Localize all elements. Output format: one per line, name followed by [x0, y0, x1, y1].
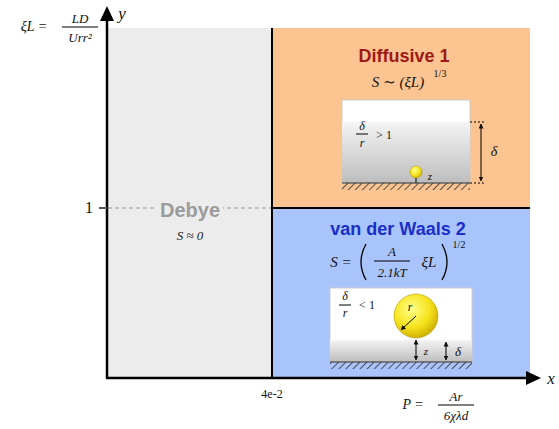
- fraction-bar: [374, 261, 410, 262]
- math-text: δ: [455, 345, 461, 358]
- axis-arrowhead: [526, 371, 541, 385]
- axis-label: 6χλd: [444, 409, 468, 422]
- vdw-region: van der Waals 2S =A2.1kTξL1/2δr< 1rzδ: [272, 208, 530, 378]
- diffusive-region: Diffusive 1S ∼ (ξL)1/3δr> 1zδ: [272, 28, 530, 208]
- fraction-bar: [62, 27, 98, 28]
- math-text: z: [428, 171, 432, 182]
- axis-name: x: [547, 370, 555, 387]
- math-text: S =: [330, 255, 351, 270]
- math-text: z: [424, 346, 428, 357]
- math-text: S ∼ (ξL): [372, 75, 424, 90]
- math-text: < 1: [359, 299, 375, 311]
- inset-box: δr> 1zδ: [342, 100, 470, 183]
- axis-label: Urr²: [68, 31, 91, 44]
- math-text: S ≈ 0: [177, 229, 204, 242]
- math-text: 2.1kT: [377, 266, 406, 279]
- math-text: A: [388, 245, 396, 258]
- x-axis: [106, 377, 528, 380]
- axis-label: Ar: [450, 390, 463, 403]
- region-title: van der Waals 2: [330, 220, 465, 238]
- math-text: 1/3: [434, 69, 447, 79]
- axis-name: y: [118, 5, 126, 22]
- fraction-bar: [438, 405, 474, 406]
- axis-label: P =: [402, 398, 423, 412]
- axis-label: ξL =: [21, 20, 47, 34]
- debye-region: Debye S ≈ 0: [108, 28, 272, 378]
- boundary-line: [272, 207, 530, 209]
- y-axis: [106, 18, 109, 378]
- math-text: δ: [491, 145, 498, 159]
- math-text: δ: [359, 120, 365, 132]
- math-text: 1/2: [453, 240, 466, 250]
- axis-label: LD: [72, 12, 89, 25]
- region-title: Diffusive 1: [358, 47, 449, 65]
- axis-arrowhead: [100, 6, 114, 21]
- vdw-inset: [330, 288, 472, 369]
- math-text: δ: [342, 290, 348, 302]
- axis-label: 1: [85, 200, 93, 216]
- parenthesis: [361, 244, 366, 280]
- math-text: r: [360, 137, 365, 149]
- parenthesis: [442, 244, 447, 280]
- math-text: r: [343, 307, 348, 319]
- vdw-region: [272, 208, 530, 378]
- axis-label: 4e-2: [261, 388, 282, 400]
- inset-box: δr< 1rzδ: [330, 288, 472, 362]
- tick-mark: [99, 207, 107, 209]
- math-text: ξL: [422, 255, 437, 270]
- math-text: > 1: [376, 129, 392, 141]
- math-text: r: [408, 301, 413, 313]
- diffusive-region: [272, 28, 530, 208]
- boundary-line: [271, 28, 273, 378]
- debye-region: [108, 28, 272, 378]
- region-title: Debye: [157, 199, 223, 221]
- diffusive-inset: [342, 100, 485, 190]
